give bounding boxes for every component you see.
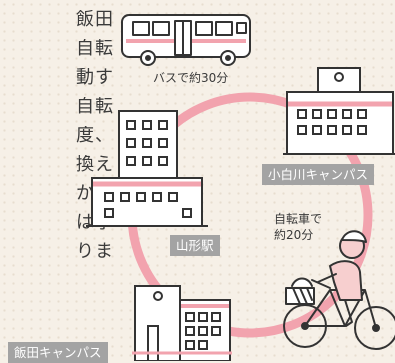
body-text-line: 自転 [76, 39, 114, 59]
iida-campus-building [132, 285, 232, 361]
bike-time-label-line1: 自転車で [274, 212, 323, 226]
bus-time-label: バスで約30分 [153, 71, 229, 85]
body-text-line: 換え [76, 155, 114, 175]
body-text-line: 度、 [76, 126, 114, 146]
bus-icon [121, 14, 251, 66]
kojirakawa-campus-tag: 小白川キャンパス [262, 164, 375, 185]
iida-campus-tag: 飯田キャンパス [8, 342, 108, 363]
bike-time-label-line2: 約20分 [274, 228, 314, 242]
yamagata-station-tag: 山形駅 [170, 235, 220, 256]
body-text-line: 飯田 [76, 10, 114, 30]
body-text-line: 動す [76, 68, 114, 88]
kojirakawa-campus-building [283, 67, 395, 155]
body-text-line: 自転 [76, 97, 114, 117]
cyclist-icon [283, 230, 395, 350]
body-text-line: りま [76, 242, 114, 262]
yamagata-station-building [86, 110, 208, 227]
